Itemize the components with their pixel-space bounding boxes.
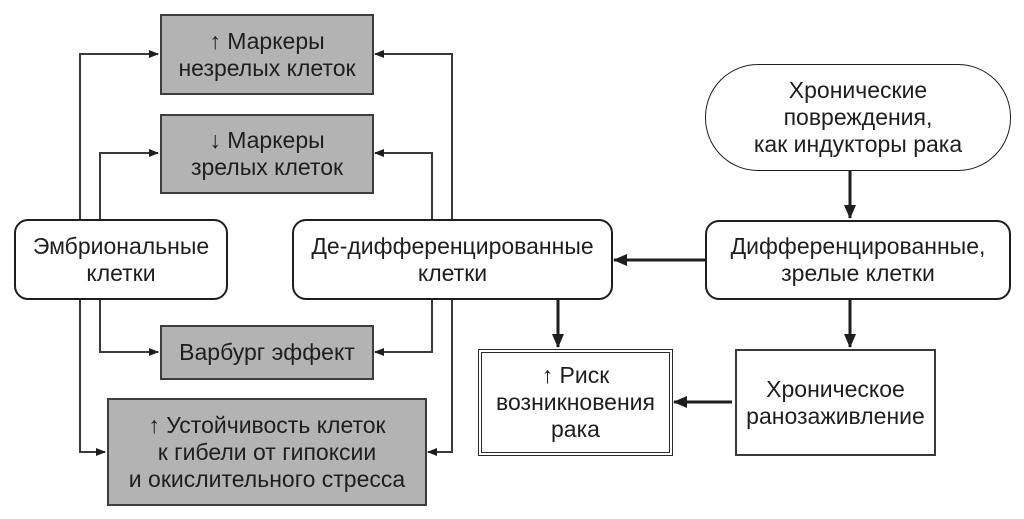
chronic-wound-healing-label: Хроническое ранозаживление [746,375,925,429]
edge-dediff-to-cell-resistance [427,299,453,456]
warburg-effect-node: Варбург эффект [160,325,374,380]
cancer-risk-label: ↑ Риск возникновения рака [496,362,655,442]
mature-markers-label: ↓ Маркеры зрелых клеток [190,127,344,180]
immature-markers-label: ↑ Маркеры незрелых клеток [178,27,356,81]
edge-embryonic-to-warburg [99,300,159,356]
differentiated-cells-label: Дифференцированные, зрелые клетки [730,233,986,286]
chronic-wound-healing-node: Хроническое ранозаживление [735,349,936,456]
dedifferentiated-cells-node: Де-дифференцированные клетки [292,219,613,300]
cell-resistance-label: ↑ Устойчивость клеток к гибели от гипокс… [128,411,406,492]
warburg-effect-label: Варбург эффект [179,339,355,365]
edge-embryonic-to-immature-markers [79,50,159,219]
embryonic-cells-node: Эмбриональные клетки [14,219,228,300]
edge-embryonic-to-mature-markers [99,149,159,219]
edge-embryonic-to-cell-resistance [79,300,106,456]
dedifferentiated-cells-label: Де-дифференцированные клетки [311,232,594,286]
chronic-damage-label: Хронические повреждения, как индукторы р… [753,77,963,157]
cancer-risk-node: ↑ Риск возникновения рака [478,349,673,456]
edge-dediff-to-warburg [374,299,433,356]
cell-resistance-node: ↑ Устойчивость клеток к гибели от гипокс… [107,398,427,506]
immature-markers-node: ↑ Маркеры незрелых клеток [160,14,374,95]
embryonic-cells-label: Эмбриональные клетки [32,232,210,286]
edge-dediff-to-immature-markers [374,50,453,219]
differentiated-cells-node: Дифференцированные, зрелые клетки [705,220,1011,300]
edge-dediff-to-mature-markers [374,149,433,219]
chronic-damage-node: Хронические повреждения, как индукторы р… [705,64,1011,171]
mature-markers-node: ↓ Маркеры зрелых клеток [160,114,374,194]
